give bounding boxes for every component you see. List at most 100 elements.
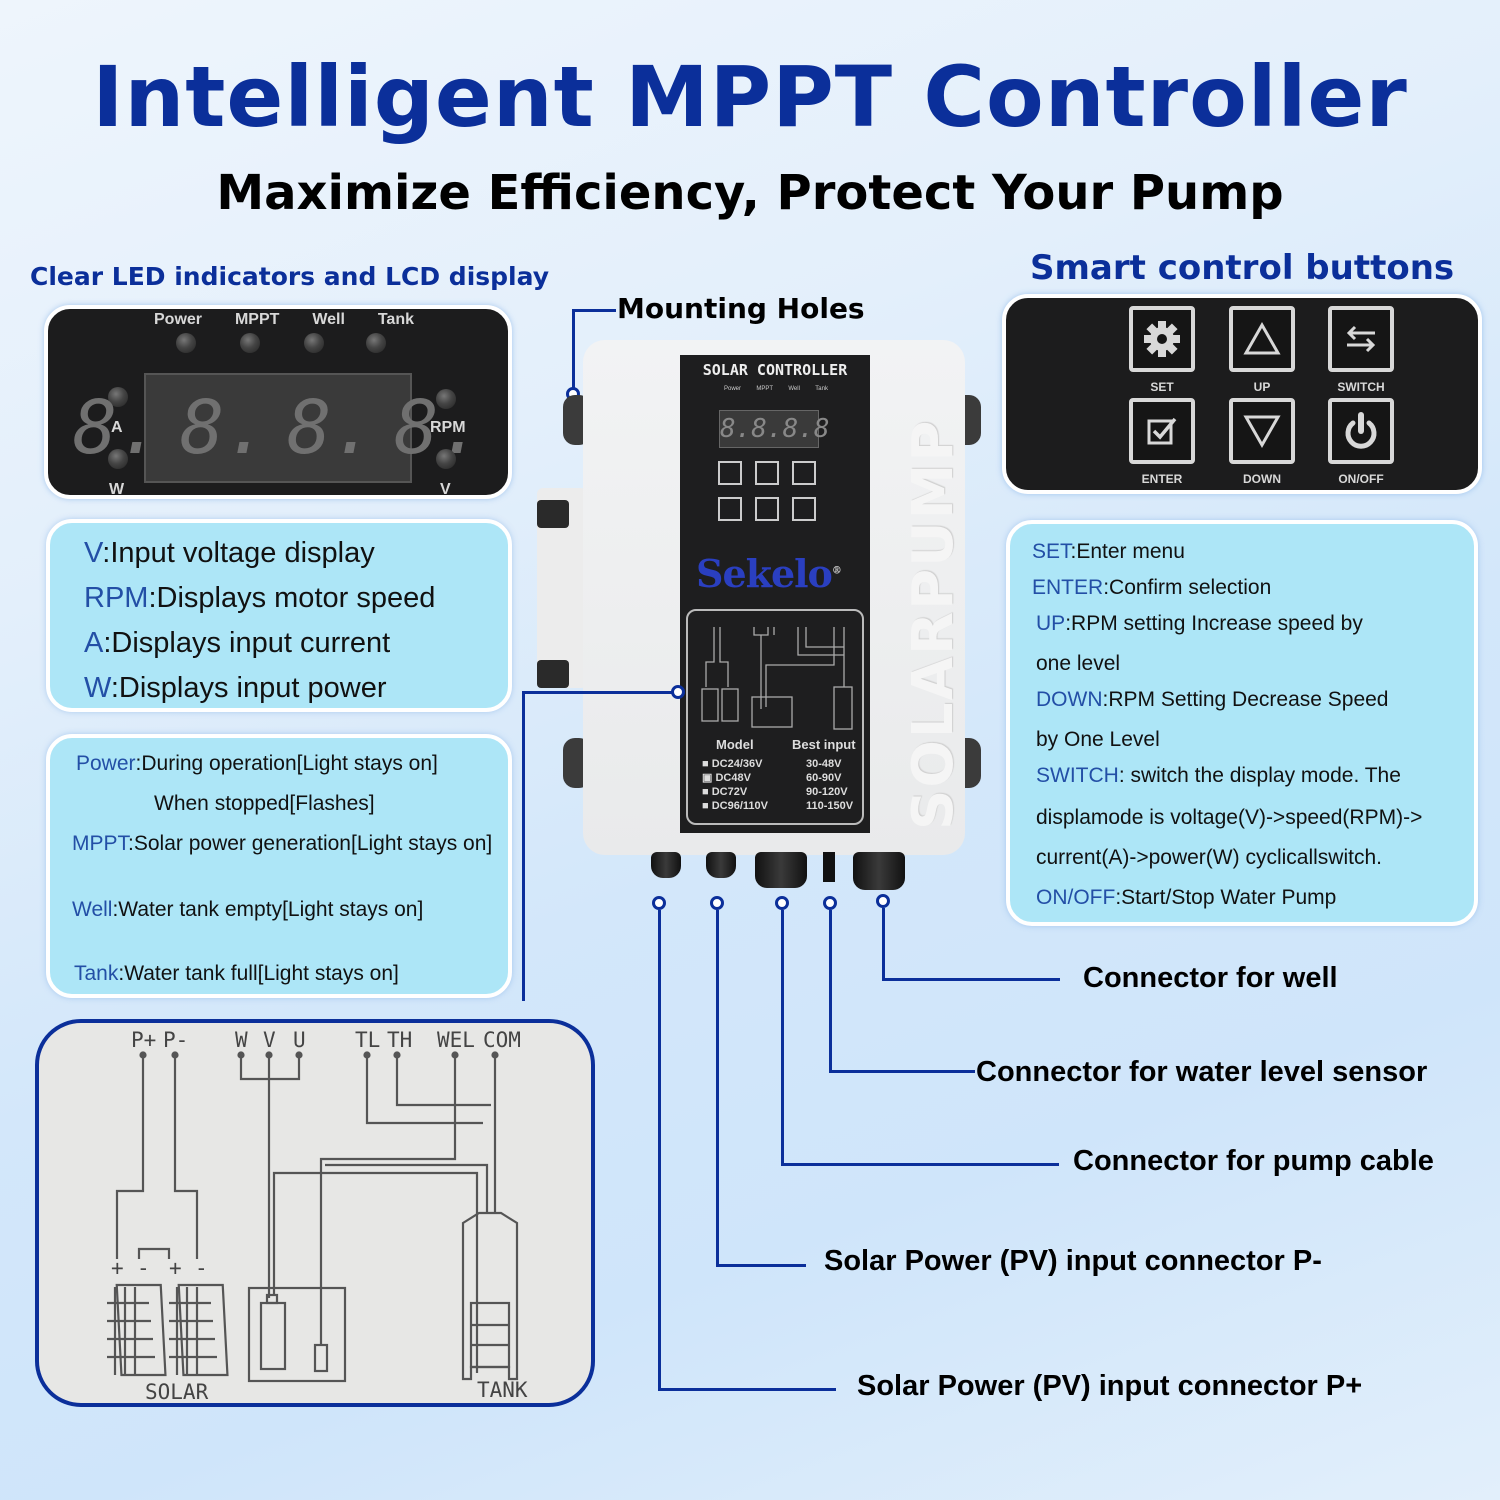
legend-row-power-stopped: When stopped[Flashes] xyxy=(154,792,375,815)
unit-label-a: A xyxy=(111,419,123,436)
legend-row-switch: SWITCH: switch the display mode. The xyxy=(1036,764,1401,787)
mini-enter-button[interactable] xyxy=(718,497,742,521)
unit-label-rpm: RPM xyxy=(430,419,466,436)
legend-row-power: Power:During operation[Light stays on] xyxy=(76,752,438,775)
buttons-section-heading: Smart control buttons xyxy=(1030,248,1455,288)
display-digit: 8. xyxy=(72,385,162,471)
water-level-line-h xyxy=(829,1070,975,1073)
onoff-button-label: ON/OFF xyxy=(1338,472,1384,486)
legend-row-up-cont: one level xyxy=(1036,652,1121,675)
pump-cable-line-h xyxy=(781,1163,1059,1166)
current-led xyxy=(108,387,128,407)
pv-minus-marker xyxy=(710,896,724,910)
switch-button[interactable] xyxy=(1328,306,1394,372)
pv-plus-connector-label: Solar Power (PV) input connector P+ xyxy=(857,1370,1363,1402)
diagram-callout-line-v xyxy=(522,691,525,1001)
faceplate-title: SOLAR CONTROLLER xyxy=(702,361,848,379)
mini-set-button[interactable] xyxy=(718,461,742,485)
legend-row-down: DOWN:RPM Setting Decrease Speed xyxy=(1036,688,1389,711)
onoff-button[interactable] xyxy=(1328,398,1394,464)
solar-label: SOLAR xyxy=(145,1380,209,1403)
switch-button-group: SWITCH xyxy=(1311,306,1411,394)
control-buttons-panel: SET UP SWITCH ENTER DOWN xyxy=(1002,294,1482,494)
indicator-label-mppt: MPPT xyxy=(234,311,280,328)
tank-label: TANK xyxy=(477,1378,528,1402)
page-subtitle: Maximize Efficiency, Protect Your Pump xyxy=(216,165,1284,221)
indicator-label-well: Well xyxy=(312,311,345,328)
checkbox-icon xyxy=(1147,417,1177,445)
terminal-label: P+ xyxy=(131,1028,156,1052)
power-icon xyxy=(1345,412,1377,449)
well-connector-label: Connector for well xyxy=(1083,962,1338,994)
voltage-led xyxy=(436,449,456,469)
well-led xyxy=(304,333,324,353)
legend-row-switch-cont2: current(A)->power(W) cyclicallswitch. xyxy=(1036,846,1382,869)
mini-display: 8.8.8.8 xyxy=(719,410,830,448)
indicator-legend-box: Power:During operation[Light stays on] W… xyxy=(46,734,512,998)
mini-button-grid xyxy=(718,461,832,521)
legend-row-mppt: MPPT:Solar power generation[Light stays … xyxy=(72,832,493,855)
mini-switch-button[interactable] xyxy=(792,461,816,485)
led-section-heading: Clear LED indicators and LCD display xyxy=(30,262,550,291)
side-embossed-text: SOLARPUMP xyxy=(901,418,966,830)
legend-row-well: Well:Water tank empty[Light stays on] xyxy=(72,898,424,921)
set-button-group: SET xyxy=(1112,306,1212,394)
tank-led xyxy=(366,333,386,353)
down-button-label: DOWN xyxy=(1243,472,1281,486)
page-title: Intelligent MPPT Controller xyxy=(92,48,1408,146)
brand-logo: Sekelo® xyxy=(696,551,842,596)
swap-arrows-icon xyxy=(1346,325,1376,353)
mounting-holes-label: Mounting Holes xyxy=(617,292,865,325)
pv-minus-line-v xyxy=(716,910,719,1267)
bracket-clip xyxy=(537,660,569,688)
pv-plus-marker xyxy=(652,896,666,910)
diagram-callout-line-h xyxy=(522,691,678,694)
mounting-callout-line-h xyxy=(572,309,616,312)
well-marker xyxy=(876,894,890,908)
down-button[interactable] xyxy=(1229,398,1295,464)
mini-onoff-button[interactable] xyxy=(792,497,816,521)
up-button[interactable] xyxy=(1229,306,1295,372)
rpm-led xyxy=(436,389,456,409)
enter-button[interactable] xyxy=(1129,398,1195,464)
polarity-label: - xyxy=(195,1256,208,1280)
bracket-clip xyxy=(537,500,569,528)
wiring-lines xyxy=(107,1051,519,1383)
water-level-line-v xyxy=(829,910,832,1073)
indicator-label-tank: Tank xyxy=(377,311,414,328)
pv-minus-gland xyxy=(706,852,736,878)
unit-label-v: V xyxy=(440,481,451,498)
seven-segment-display: 8. 8. 8. 8. xyxy=(73,373,483,483)
terminal-label: P- xyxy=(163,1028,188,1052)
mini-down-button[interactable] xyxy=(755,497,779,521)
legend-row-switch-cont: displamode is voltage(V)->speed(RPM)-> xyxy=(1036,806,1423,829)
legend-row-rpm: RPM:Displays motor speed xyxy=(84,582,436,614)
pv-plus-gland xyxy=(651,852,681,878)
gear-icon xyxy=(1144,321,1180,357)
legend-row-set: SET:Enter menu xyxy=(1032,540,1185,563)
enter-button-label: ENTER xyxy=(1141,472,1183,486)
unit-label-w: W xyxy=(109,481,125,498)
well-gland xyxy=(853,852,905,890)
legend-row-enter: ENTER:Confirm selection xyxy=(1032,576,1272,599)
model-header: Model xyxy=(716,737,754,752)
switch-button-label: SWITCH xyxy=(1337,380,1385,394)
button-legend-box: SET:Enter menu ENTER:Confirm selection U… xyxy=(1006,520,1478,926)
mini-up-button[interactable] xyxy=(755,461,779,485)
terminal-label: COM xyxy=(483,1028,521,1052)
led-display-panel: Power MPPT Well Tank A W 8. 8. 8. 8. RPM… xyxy=(44,305,512,499)
best-input-header: Best input xyxy=(792,737,856,752)
up-button-group: UP xyxy=(1212,306,1312,394)
set-button-label: SET xyxy=(1150,380,1174,394)
pump-cable-connector-label: Connector for pump cable xyxy=(1073,1145,1434,1177)
set-button[interactable] xyxy=(1129,306,1195,372)
pump-cable-gland xyxy=(755,852,807,888)
